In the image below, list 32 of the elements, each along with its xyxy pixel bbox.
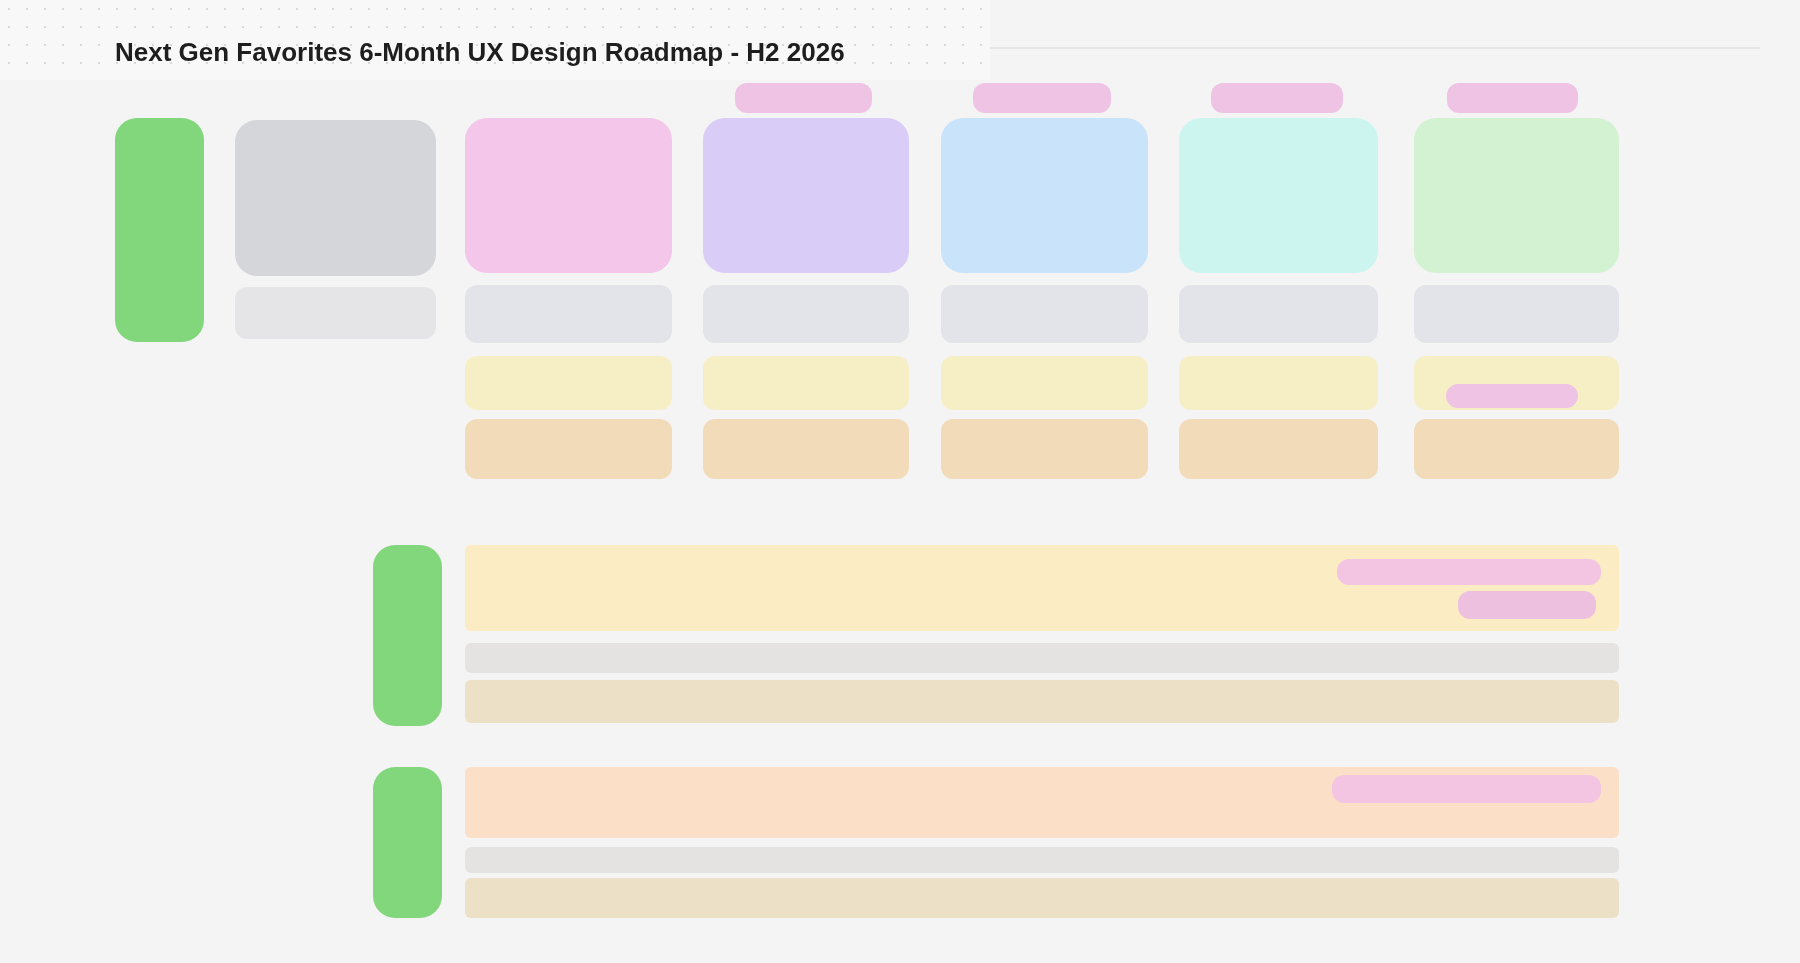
swimlane-band xyxy=(465,878,1619,918)
task-card xyxy=(941,419,1148,479)
column-header-card xyxy=(465,118,672,273)
task-card xyxy=(465,356,672,410)
column-header-card xyxy=(1179,118,1378,273)
diagram-title: Next Gen Favorites 6-Month UX Design Roadmap - H2 2026 xyxy=(115,36,845,68)
tag-pill xyxy=(735,83,872,113)
swimlane-band xyxy=(465,680,1619,723)
column-header-card xyxy=(703,118,909,273)
task-card xyxy=(941,356,1148,410)
tag-pill xyxy=(1446,384,1578,408)
tag-pill xyxy=(1332,775,1601,803)
column-header-card xyxy=(1414,118,1619,273)
row-header-block xyxy=(373,545,442,726)
task-card xyxy=(703,356,909,410)
column-header-card xyxy=(941,118,1148,273)
tag-pill xyxy=(973,83,1111,113)
tag-pill xyxy=(1337,559,1601,585)
task-card xyxy=(1414,419,1619,479)
swimlane-band xyxy=(465,767,1619,838)
swimlane-band xyxy=(465,545,1619,631)
tag-pill xyxy=(1447,83,1578,113)
intro-card xyxy=(235,120,436,276)
task-card xyxy=(703,419,909,479)
row-header-block xyxy=(373,767,442,918)
task-card xyxy=(1179,356,1378,410)
task-card xyxy=(465,419,672,479)
tag-pill xyxy=(1458,591,1596,619)
row-header-block xyxy=(115,118,204,342)
task-card xyxy=(1179,419,1378,479)
task-card xyxy=(1414,356,1619,410)
tag-pill xyxy=(1211,83,1343,113)
